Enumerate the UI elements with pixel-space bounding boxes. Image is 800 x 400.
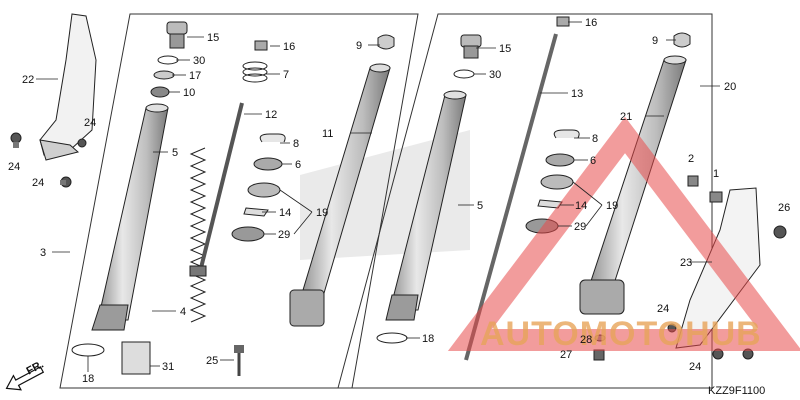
- callout-3: 3: [40, 247, 46, 259]
- nut-16-right: [556, 16, 570, 27]
- callout-5-right: 5: [477, 200, 483, 212]
- callout-23: 23: [680, 257, 692, 269]
- callout-24-left-b: 24: [8, 161, 20, 173]
- callout-19-right: 19: [606, 200, 618, 212]
- callout-28: 28: [580, 334, 592, 346]
- fork-spring: [189, 147, 207, 323]
- dust-seal-29-left: [231, 226, 265, 242]
- callout-6-right: 6: [590, 155, 596, 167]
- bolt-25: [234, 345, 244, 376]
- callout-31: 31: [162, 361, 174, 373]
- callout-22: 22: [22, 74, 34, 86]
- callout-25: 25: [206, 355, 218, 367]
- fork-guard: [39, 13, 97, 161]
- callout-numbers: 15 30 17 10 16 7 12 8 6 14 19 29 11 5 4 …: [8, 17, 790, 385]
- callout-7: 7: [283, 69, 289, 81]
- callout-26: 26: [778, 202, 790, 214]
- callout-9-right: 9: [652, 35, 658, 47]
- callout-24-left-a: 24: [84, 117, 96, 129]
- callout-17: 17: [189, 70, 201, 82]
- washer-17: [153, 70, 175, 80]
- front-direction-arrow: [5, 366, 45, 391]
- seal-19-right: [540, 174, 574, 190]
- callout-15-right: 15: [499, 43, 511, 55]
- callout-15-left: 15: [207, 32, 219, 44]
- callout-6-left: 6: [295, 159, 301, 171]
- nut-16-left: [254, 40, 268, 51]
- callout-5-left: 5: [172, 147, 178, 159]
- callout-12: 12: [265, 109, 277, 121]
- callout-20: 20: [724, 81, 736, 93]
- small-spring-7: [242, 61, 268, 83]
- guard-bolt-middle: [77, 138, 87, 148]
- callout-14-left: 14: [279, 207, 291, 219]
- automotohub-watermark: [447, 116, 800, 351]
- callout-19-left: 19: [316, 207, 328, 219]
- callout-24-right-b: 24: [689, 361, 701, 373]
- watermark-text: AUTOMOTOHUB: [480, 315, 762, 353]
- clip-8-right: [553, 129, 580, 139]
- callout-24-left-c: 24: [32, 177, 44, 189]
- clip-8-left: [259, 133, 286, 143]
- damper-rod-right: [464, 33, 558, 361]
- callout-10: 10: [183, 87, 195, 99]
- guard-bolt-lower: [60, 176, 72, 188]
- callout-13: 13: [571, 88, 583, 100]
- callout-9-left: 9: [356, 40, 362, 52]
- callout-24-right-a: 24: [657, 303, 669, 315]
- diagram-code: KZZ9F1100: [708, 385, 765, 397]
- callout-2: 2: [688, 153, 694, 165]
- o-ring-18-left: [71, 343, 105, 357]
- callout-4: 4: [180, 306, 186, 318]
- clip-9-right: [673, 32, 691, 48]
- o-ring-30-right: [453, 69, 475, 79]
- callout-27: 27: [560, 349, 572, 361]
- damper-rod-left: [189, 102, 244, 277]
- collar-31: [121, 341, 151, 375]
- callout-21: 21: [620, 111, 632, 123]
- clamp-2: [687, 175, 699, 187]
- leader-lines: [36, 21, 720, 372]
- inner-tube-right: [579, 55, 687, 315]
- bolt-26: [773, 225, 787, 239]
- callout-1: 1: [713, 168, 719, 180]
- callout-16-right: 16: [585, 17, 597, 29]
- o-ring-18-right: [376, 332, 408, 344]
- callout-18-right: 18: [422, 333, 434, 345]
- inner-tube-left: [289, 63, 391, 327]
- top-cap-right: [460, 34, 482, 59]
- callout-29-right: 29: [574, 221, 586, 233]
- top-cap-left: [166, 21, 188, 49]
- guard-bolt-upper: [10, 132, 22, 148]
- callout-29-left: 29: [278, 229, 290, 241]
- callout-11: 11: [322, 128, 333, 140]
- callout-30-right: 30: [489, 69, 501, 81]
- callout-8-left: 8: [293, 138, 299, 150]
- right-assembly-frame: [337, 13, 713, 389]
- collar-10: [150, 86, 170, 98]
- front-direction-label: FR.: [24, 359, 45, 378]
- callout-8-right: 8: [592, 133, 598, 145]
- o-ring-30-left: [157, 55, 179, 65]
- clamp-1: [709, 191, 723, 203]
- clip-14-left: [243, 207, 269, 217]
- callout-30-left: 30: [193, 55, 205, 67]
- seal-6-left: [253, 157, 283, 171]
- seal-6-right: [545, 153, 575, 167]
- outer-tube-right: [385, 90, 467, 321]
- callout-18-left: 18: [82, 373, 94, 385]
- seal-19-left: [247, 182, 281, 198]
- callout-14-right: 14: [575, 200, 587, 212]
- outer-tube-left: [91, 103, 169, 331]
- clip-9-left: [377, 34, 395, 50]
- callout-16-left: 16: [283, 41, 295, 53]
